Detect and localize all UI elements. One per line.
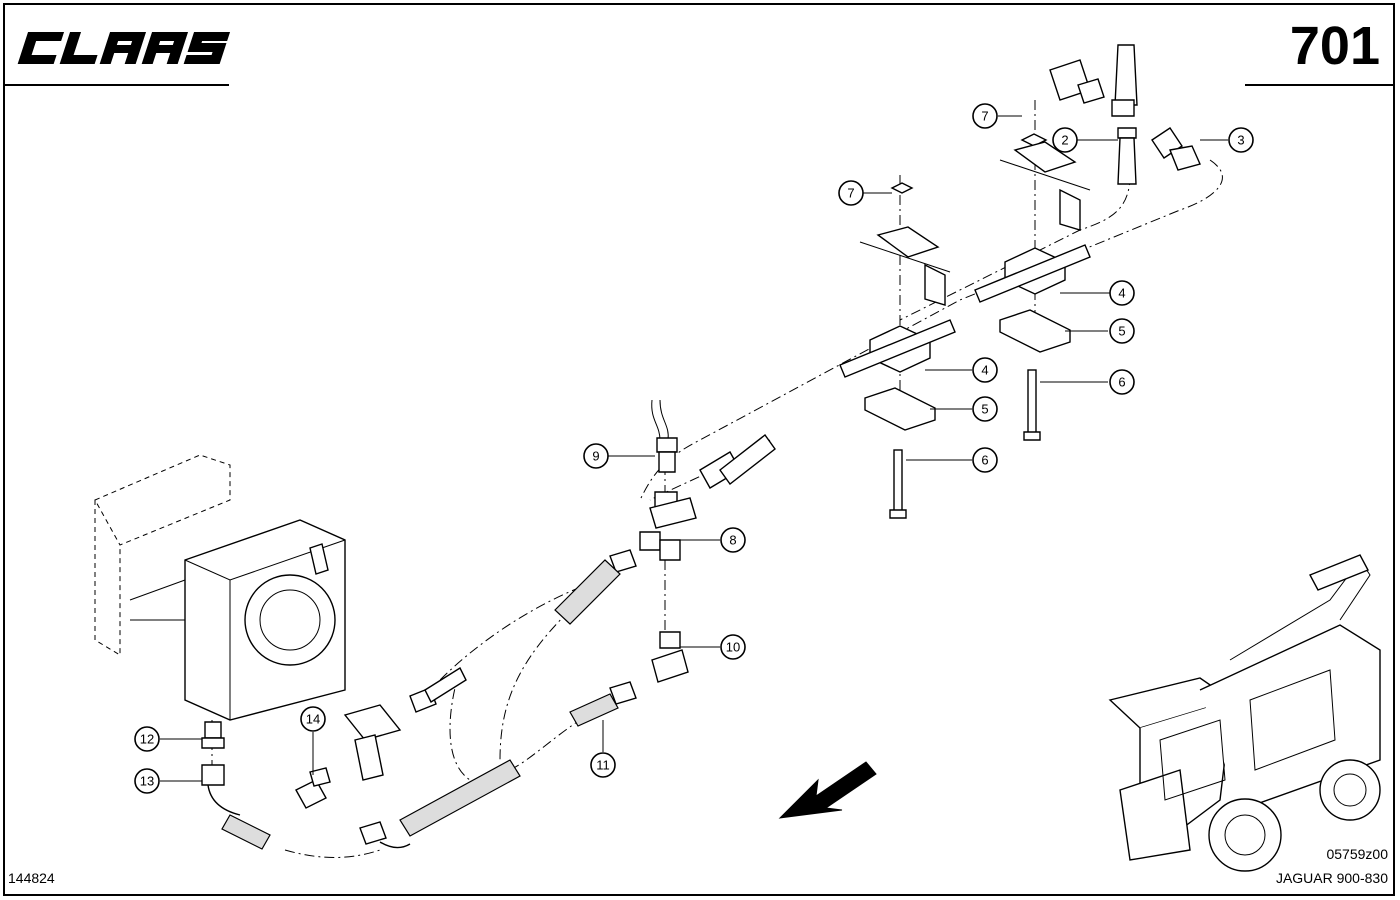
- callout-4-right-label: 4: [1118, 286, 1125, 301]
- callout-12-label: 12: [140, 732, 154, 747]
- harvester-icon: [1108, 554, 1381, 872]
- callout-11-label: 11: [596, 758, 610, 773]
- callout-3: 3: [1228, 127, 1254, 153]
- callout-7-middle: 7: [838, 180, 864, 206]
- callout-5-middle-label: 5: [981, 402, 988, 417]
- callout-13-label: 13: [140, 774, 154, 789]
- claas-logo: [17, 32, 231, 64]
- hoses: [295, 549, 637, 849]
- callout-5-middle: 5: [972, 396, 998, 422]
- callout-6-right: 6: [1109, 369, 1135, 395]
- callout-12: 12: [134, 726, 160, 752]
- hydraulic-motor: [94, 454, 346, 850]
- callout-9: 9: [583, 443, 609, 469]
- reference-code: 05759z00: [1326, 846, 1388, 862]
- callout-9-label: 9: [592, 449, 599, 464]
- page-number-underline: [1245, 84, 1395, 86]
- callout-4-middle: 4: [972, 357, 998, 383]
- callout-3-label: 3: [1237, 133, 1244, 148]
- callout-6-middle: 6: [972, 447, 998, 473]
- callout-5-right-label: 5: [1118, 324, 1125, 339]
- callout-7-right-label: 7: [981, 109, 988, 124]
- logo-underline: [3, 84, 229, 86]
- upper-fittings: [1049, 44, 1201, 185]
- callout-5-right: 5: [1109, 318, 1135, 344]
- callout-6-middle-label: 6: [981, 453, 988, 468]
- callout-8: 8: [720, 527, 746, 553]
- callout-4-right: 4: [1109, 280, 1135, 306]
- model-name: JAGUAR 900-830: [1275, 870, 1388, 886]
- clamp-assembly-middle: [839, 182, 956, 519]
- callout-4-middle-label: 4: [981, 363, 988, 378]
- callout-11: 11: [590, 752, 616, 778]
- arrow-icon: [778, 761, 877, 819]
- callout-10: 10: [720, 634, 746, 660]
- callout-2-label: 2: [1061, 133, 1068, 148]
- page-frame: [3, 3, 1395, 896]
- callout-10-label: 10: [726, 640, 740, 655]
- callout-14: 14: [300, 706, 326, 732]
- callout-14-label: 14: [306, 712, 320, 727]
- callout-13: 13: [134, 768, 160, 794]
- leader-lines: [160, 115, 1228, 782]
- callout-7-middle-label: 7: [847, 186, 854, 201]
- page-number: 701: [1289, 16, 1380, 76]
- callout-6-right-label: 6: [1118, 375, 1125, 390]
- callout-8-label: 8: [729, 533, 736, 548]
- tee-assembly: [639, 399, 776, 683]
- drawing-id: 144824: [8, 870, 55, 886]
- callout-7-right: 7: [972, 103, 998, 129]
- clamp-assembly-right: [974, 133, 1091, 441]
- callout-2: 2: [1052, 127, 1078, 153]
